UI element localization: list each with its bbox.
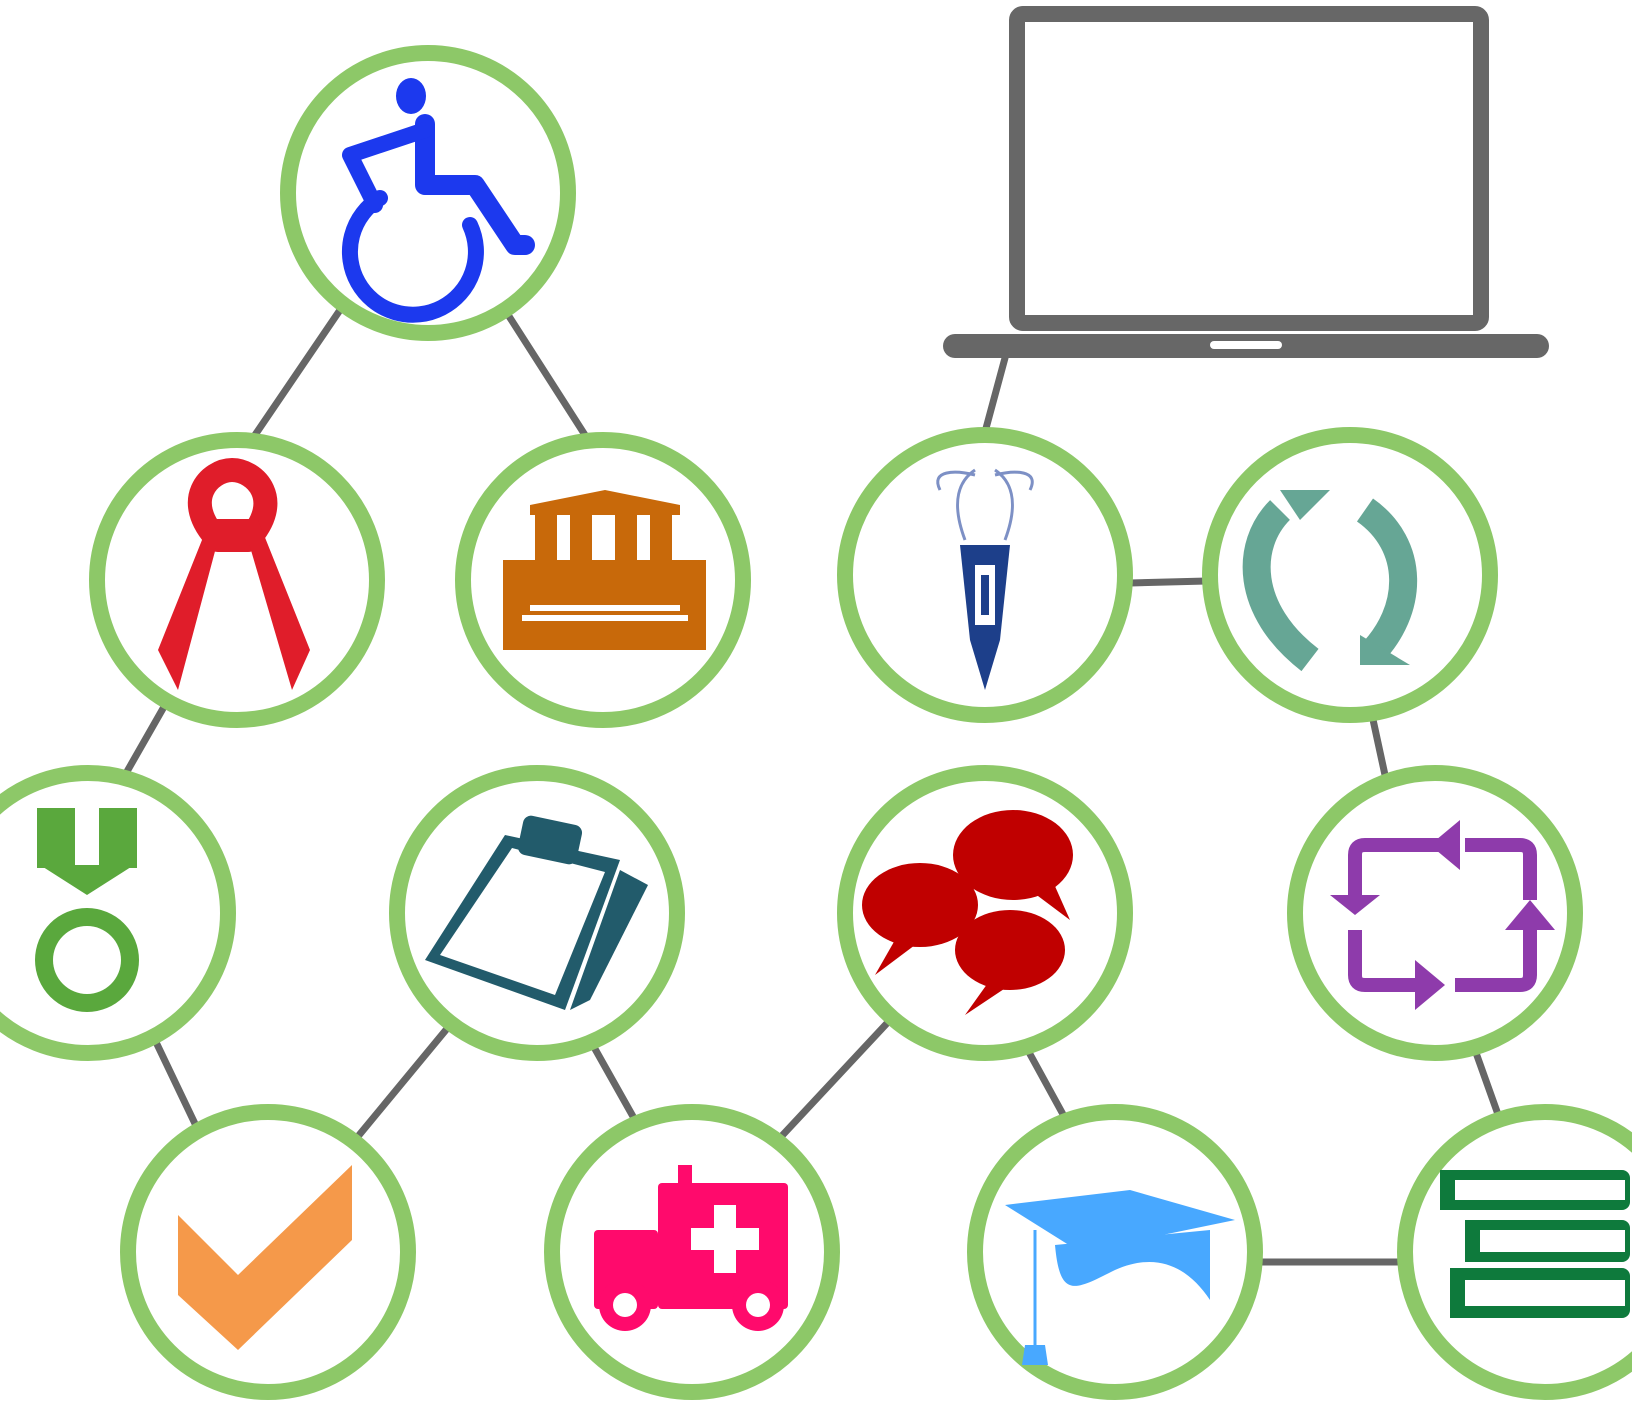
edge-update-writing	[1126, 577, 1211, 587]
edge-assessment-emergency	[586, 1036, 639, 1124]
speech-bubbles-icon	[862, 810, 1073, 1015]
edge-emergency-discussion	[774, 1016, 894, 1144]
edge-awareness-award	[121, 701, 169, 779]
node-cycle	[1287, 765, 1583, 1061]
edge-library-cycle	[1471, 1046, 1504, 1124]
edge-cycle-update	[1368, 711, 1389, 779]
cycle-arrows-icon	[1330, 820, 1555, 1010]
edge-accessibility-institution	[501, 306, 589, 439]
edge-discussion-graduation	[1021, 1041, 1069, 1122]
medal-icon	[35, 808, 139, 1012]
node-approval	[120, 1104, 416, 1400]
edge-accessibility-awareness	[251, 306, 344, 439]
building-icon	[503, 490, 706, 650]
node-awareness	[89, 432, 385, 728]
node-discussion	[837, 765, 1133, 1061]
node-assessment	[389, 765, 685, 1061]
node-award	[0, 765, 236, 1061]
laptop-icon	[943, 6, 1549, 358]
graduation-cap-icon	[1005, 1190, 1235, 1365]
pen-icon	[936, 468, 1034, 690]
connectors	[121, 306, 1504, 1266]
node-computer	[943, 6, 1549, 358]
checkmark-icon	[178, 1165, 352, 1350]
ribbon-icon	[158, 458, 310, 690]
node-update	[1202, 427, 1498, 723]
node-accessibility	[280, 45, 576, 341]
node-library	[1397, 1104, 1632, 1400]
edge-writing-computer	[981, 354, 1009, 436]
node-writing	[837, 427, 1133, 723]
edge-award-approval	[151, 1036, 202, 1134]
books-icon	[1440, 1170, 1630, 1318]
node-graduation	[967, 1104, 1263, 1400]
node-emergency	[544, 1104, 840, 1400]
refresh-arrows-icon	[1242, 490, 1418, 672]
node-institution	[455, 432, 751, 728]
clipboard-icon	[425, 815, 648, 1010]
edge-approval-assessment	[351, 1021, 454, 1144]
wheelchair-icon	[341, 78, 535, 323]
ambulance-icon	[594, 1165, 788, 1331]
